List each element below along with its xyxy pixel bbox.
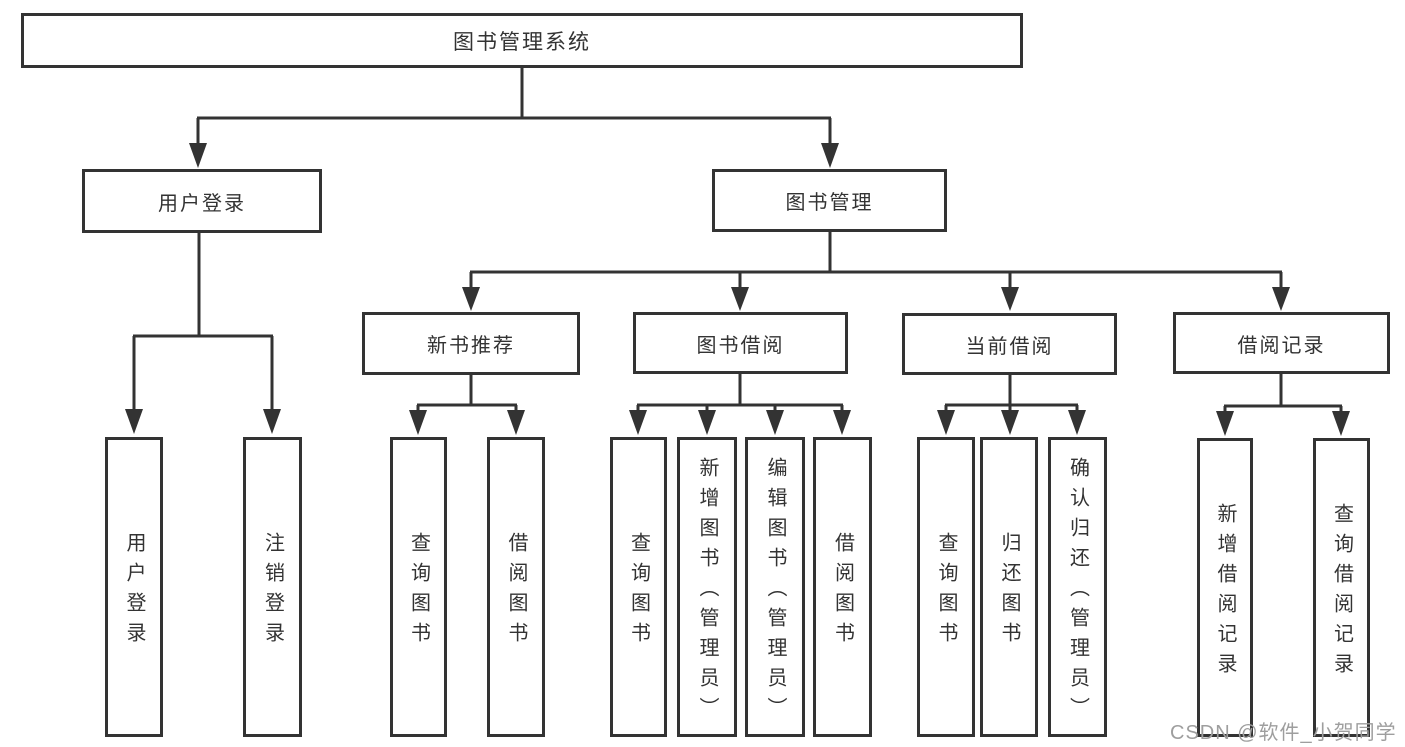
leaf-query-books-current: 查询图书 <box>917 437 975 737</box>
arrow-down-icon <box>189 143 207 168</box>
node-label: 新书推荐 <box>427 335 515 357</box>
edge-borrow-record-fan <box>1223 374 1343 413</box>
edge-book-borrow-fan <box>636 374 844 412</box>
node-label: 查询借阅记录 <box>1330 502 1353 683</box>
node-label: 借阅记录 <box>1237 334 1326 357</box>
node-label: 用户登录 <box>158 192 246 215</box>
arrow-down-icons <box>125 143 1350 436</box>
node-label: 注销登录 <box>261 532 284 652</box>
node-library-management-system: 图书管理系统 <box>21 13 1023 68</box>
leaf-logout: 注销登录 <box>243 437 302 737</box>
node-label: 确认归还（管理员） <box>1066 457 1089 727</box>
node-label: 图书借阅 <box>696 334 785 357</box>
arrow-down-icon <box>629 410 647 435</box>
arrow-down-icon <box>833 410 851 435</box>
edge-new-book-fan <box>416 375 518 412</box>
edge-current-borrow-fan <box>944 375 1079 412</box>
edge-root-branch <box>196 68 832 146</box>
node-label: 查询图书 <box>627 532 650 652</box>
leaf-borrow-books-recommend: 借阅图书 <box>487 437 545 737</box>
watermark: CSDN @软件_小贺同学 <box>1170 722 1397 744</box>
node-label: 查询图书 <box>407 532 430 652</box>
leaf-return-books: 归还图书 <box>980 437 1038 737</box>
node-label: 图书管理 <box>785 192 874 214</box>
node-label: 借阅图书 <box>831 532 854 652</box>
node-label: 用户登录 <box>123 532 145 652</box>
leaf-query-books-borrow: 查询图书 <box>610 437 667 737</box>
arrow-down-icon <box>1272 287 1290 311</box>
arrow-down-icon <box>1332 411 1350 436</box>
leaf-borrow-books: 借阅图书 <box>813 437 872 737</box>
arrow-down-icon <box>462 287 480 311</box>
arrow-down-icon <box>731 287 749 311</box>
node-label: 借阅图书 <box>505 532 527 652</box>
node-label: 新增借阅记录 <box>1214 502 1236 683</box>
leaf-query-borrow-record: 查询借阅记录 <box>1313 438 1370 737</box>
node-book-borrow: 图书借阅 <box>633 312 848 374</box>
arrow-down-icon <box>1001 410 1019 435</box>
node-book-management: 图书管理 <box>712 169 947 232</box>
node-label: 编辑图书（管理员） <box>764 457 786 727</box>
node-label: 新增图书（管理员） <box>696 457 718 727</box>
node-label: 当前借阅 <box>965 335 1054 358</box>
node-borrow-records: 借阅记录 <box>1173 312 1390 374</box>
edge-book-management-branch <box>469 232 1283 290</box>
arrow-down-icon <box>1001 287 1019 311</box>
node-label: 查询图书 <box>935 532 957 652</box>
arrow-down-icon <box>263 409 281 434</box>
node-current-borrow: 当前借阅 <box>902 313 1117 375</box>
leaf-add-books-admin: 新增图书（管理员） <box>677 437 737 737</box>
node-label: 归还图书 <box>998 532 1020 652</box>
arrow-down-icon <box>937 410 955 435</box>
edge-user-login-branch <box>132 233 274 412</box>
arrow-down-icon <box>1068 410 1086 435</box>
leaf-user-login: 用户登录 <box>105 437 163 737</box>
leaf-query-books-recommend: 查询图书 <box>390 437 447 737</box>
leaf-add-borrow-record: 新增借阅记录 <box>1197 438 1253 737</box>
node-user-login: 用户登录 <box>82 169 322 233</box>
arrow-down-icon <box>1216 411 1234 436</box>
arrow-down-icon <box>507 410 525 435</box>
arrow-down-icon <box>698 410 716 435</box>
node-label: 图书管理系统 <box>453 30 591 54</box>
leaf-edit-books-admin: 编辑图书（管理员） <box>745 437 805 737</box>
arrow-down-icon <box>766 410 784 435</box>
arrow-down-icon <box>409 410 427 435</box>
node-new-book-recommend: 新书推荐 <box>362 312 580 375</box>
arrow-down-icon <box>125 409 143 434</box>
arrow-down-icon <box>821 143 839 168</box>
leaf-confirm-return-admin: 确认归还（管理员） <box>1048 437 1107 737</box>
